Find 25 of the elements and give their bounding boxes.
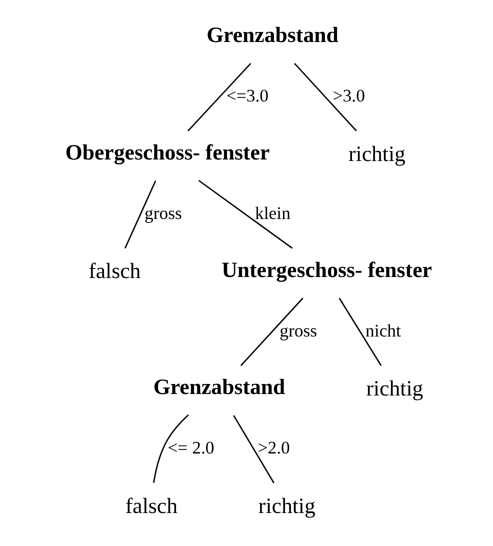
edge-label: >3.0 bbox=[332, 86, 365, 106]
edge-label: klein bbox=[255, 202, 290, 223]
node-text: Grenzabstand bbox=[153, 375, 286, 400]
edge-label: nicht bbox=[366, 320, 401, 340]
connector bbox=[240, 298, 304, 366]
edge-label: <=3.0 bbox=[226, 86, 269, 106]
node-text: falsch bbox=[125, 494, 178, 518]
edge-label: >2.0 bbox=[258, 438, 290, 458]
connector bbox=[294, 62, 357, 132]
connector bbox=[124, 180, 156, 249]
node-text: Grenzabstand bbox=[206, 23, 338, 48]
node-text: richtig bbox=[348, 142, 406, 166]
node-text: Untergeschoss- fenster bbox=[222, 258, 432, 282]
node-text: richtig bbox=[366, 376, 424, 401]
connector bbox=[198, 180, 293, 249]
edge-label: gross bbox=[280, 320, 318, 340]
edge-label: gross bbox=[144, 202, 182, 223]
node-text: richtig bbox=[258, 494, 316, 518]
node-text: Obergeschoss- fenster bbox=[65, 140, 270, 164]
node-text: falsch bbox=[88, 259, 141, 284]
edge-label: <= 2.0 bbox=[168, 438, 214, 458]
connector bbox=[338, 298, 382, 366]
connector bbox=[233, 415, 274, 484]
connector bbox=[188, 62, 252, 132]
connector bbox=[153, 414, 189, 483]
